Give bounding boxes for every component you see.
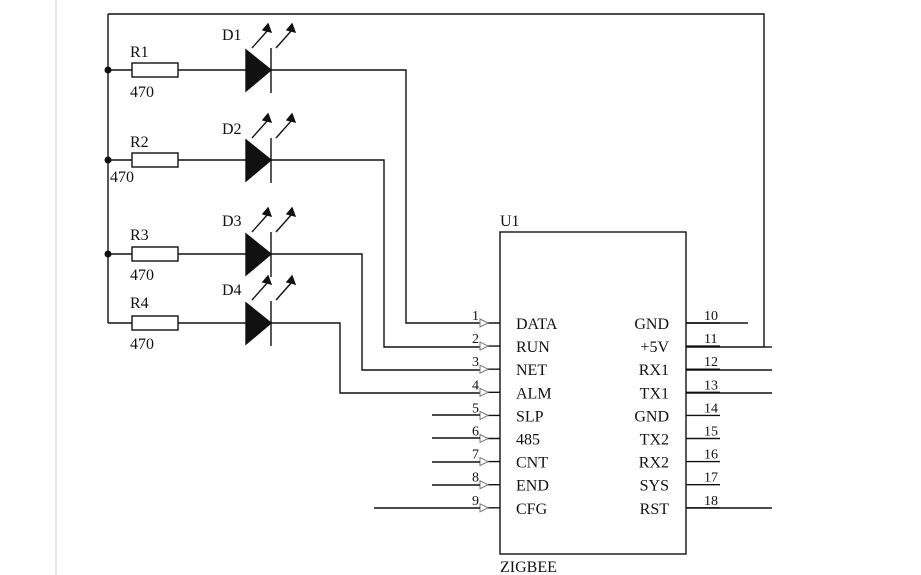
led-branch-4: R4 470 D4 bbox=[108, 274, 480, 394]
pin-name: TX1 bbox=[640, 385, 669, 402]
resistor-r1-value: 470 bbox=[130, 84, 154, 101]
resistor-r2-value: 470 bbox=[110, 169, 134, 186]
led-branch-2: R2 470 D2 bbox=[108, 112, 480, 348]
pin-number: 1 bbox=[472, 309, 479, 324]
chip-pin-17: 17 SYS bbox=[640, 471, 720, 495]
led-d4-ref: D4 bbox=[222, 282, 242, 299]
pin-number: 12 bbox=[704, 355, 718, 370]
pin-name: RX2 bbox=[639, 455, 669, 472]
chip-pin-3: 3 NET bbox=[472, 355, 547, 379]
chip-pin-16: 16 RX2 bbox=[639, 448, 720, 472]
pin-name: GND bbox=[634, 408, 669, 425]
resistor-r3 bbox=[131, 246, 179, 262]
led-d1-triangle bbox=[245, 48, 273, 93]
led-d2-triangle bbox=[245, 138, 273, 183]
chip-pin-6: 6 485 bbox=[472, 425, 540, 449]
chip-pin-12: 12 RX1 bbox=[639, 355, 720, 379]
pin-name: CNT bbox=[516, 455, 548, 472]
chip-pin-11: 11 +5V bbox=[640, 332, 720, 356]
light-emission-icon bbox=[251, 112, 297, 139]
led-branch-3: R3 470 D3 bbox=[108, 206, 480, 371]
pin-name: NET bbox=[516, 362, 547, 379]
pin-number: 14 bbox=[704, 401, 718, 416]
pin-number: 11 bbox=[704, 332, 717, 347]
light-emission-icon bbox=[251, 206, 297, 233]
chip-pin-7: 7 CNT bbox=[472, 448, 548, 472]
pin-number: 8 bbox=[472, 471, 479, 486]
pin-name: GND bbox=[634, 316, 669, 333]
resistor-r2 bbox=[131, 152, 179, 168]
led-d4-triangle bbox=[245, 301, 273, 346]
chip-name: ZIGBEE bbox=[500, 559, 557, 575]
resistor-r4 bbox=[131, 315, 179, 331]
pin-number: 18 bbox=[704, 494, 718, 509]
pin-name: 485 bbox=[516, 432, 540, 449]
chip-pin-2: 2 RUN bbox=[472, 332, 550, 356]
resistor-r4-value: 470 bbox=[130, 336, 154, 353]
led-d3-triangle bbox=[245, 232, 273, 277]
pin-number: 16 bbox=[704, 448, 718, 463]
led-d1-ref: D1 bbox=[222, 27, 242, 44]
led-d3-ref: D3 bbox=[222, 213, 242, 230]
chip-pin-9: 9 CFG bbox=[472, 494, 548, 518]
pin-name: DATA bbox=[516, 316, 558, 333]
supply-bus-wire bbox=[108, 13, 765, 348]
pin-name: SLP bbox=[516, 408, 544, 425]
pin-name: ALM bbox=[516, 385, 552, 402]
pin-number: 9 bbox=[472, 494, 479, 509]
led-d2-ref: D2 bbox=[222, 121, 242, 138]
pin-name: RX1 bbox=[639, 362, 669, 379]
resistor-r3-value: 470 bbox=[130, 267, 154, 284]
pin-number: 10 bbox=[704, 309, 718, 324]
pin-number: 15 bbox=[704, 425, 718, 440]
pin-number: 6 bbox=[472, 425, 479, 440]
chip-left-pins: 1 DATA 2 RUN 3 NET 4 ALM 5 SLP 6 485 7 CNT 8 END 9 CFG bbox=[472, 309, 558, 518]
chip-pin-8: 8 END bbox=[472, 471, 549, 495]
pin-number: 17 bbox=[704, 471, 718, 486]
zigbee-module-body bbox=[499, 231, 687, 555]
resistor-r1-ref: R1 bbox=[130, 44, 149, 61]
pin-number: 2 bbox=[472, 332, 479, 347]
pin-name: END bbox=[516, 478, 549, 495]
pin-name: CFG bbox=[516, 501, 548, 518]
led-branch-1: R1 470 D1 bbox=[108, 22, 480, 324]
resistor-r3-ref: R3 bbox=[130, 227, 149, 244]
resistor-r2-ref: R2 bbox=[130, 134, 149, 151]
light-emission-icon bbox=[251, 274, 297, 301]
resistor-r1 bbox=[131, 62, 179, 78]
light-emission-icon bbox=[251, 22, 297, 49]
pin-name: TX2 bbox=[640, 432, 669, 449]
pin-name: SYS bbox=[640, 478, 669, 495]
chip-pin-15: 15 TX2 bbox=[640, 425, 720, 449]
pin-number: 7 bbox=[472, 448, 479, 463]
pin-number: 4 bbox=[472, 378, 479, 393]
chip-pin-4: 4 ALM bbox=[472, 378, 552, 402]
pin-number: 5 bbox=[472, 401, 479, 416]
chip-pin-5: 5 SLP bbox=[472, 401, 544, 425]
pin-name: RUN bbox=[516, 339, 550, 356]
chip-pin-1: 1 DATA bbox=[472, 309, 558, 333]
pin-number: 13 bbox=[704, 378, 718, 393]
chip-pin-14: 14 GND bbox=[634, 401, 720, 425]
resistor-r4-ref: R4 bbox=[130, 295, 149, 312]
pin-name: +5V bbox=[640, 339, 669, 356]
chip-ref: U1 bbox=[500, 213, 520, 230]
pin-number: 3 bbox=[472, 355, 479, 370]
pin-name: RST bbox=[640, 501, 670, 518]
